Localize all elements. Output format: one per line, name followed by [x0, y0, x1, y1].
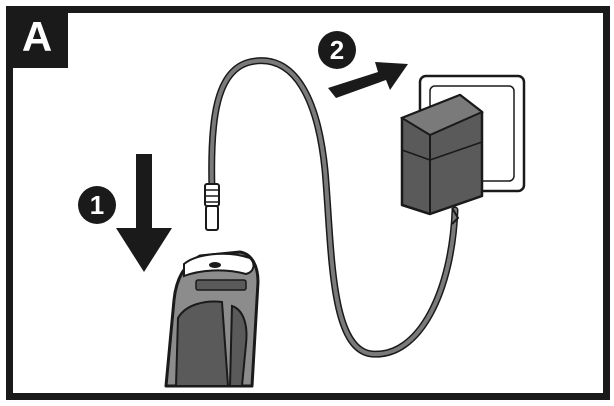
step-1-badge: 1: [78, 186, 116, 224]
arrow-right-icon: [328, 62, 408, 98]
wall-charger-icon: [399, 93, 484, 225]
arrow-down-icon: [116, 154, 172, 272]
cordless-tool-icon: [164, 250, 260, 388]
step-2-badge: 2: [318, 31, 356, 69]
panel-label: A: [6, 6, 68, 68]
charging-plug-icon: [204, 183, 220, 231]
